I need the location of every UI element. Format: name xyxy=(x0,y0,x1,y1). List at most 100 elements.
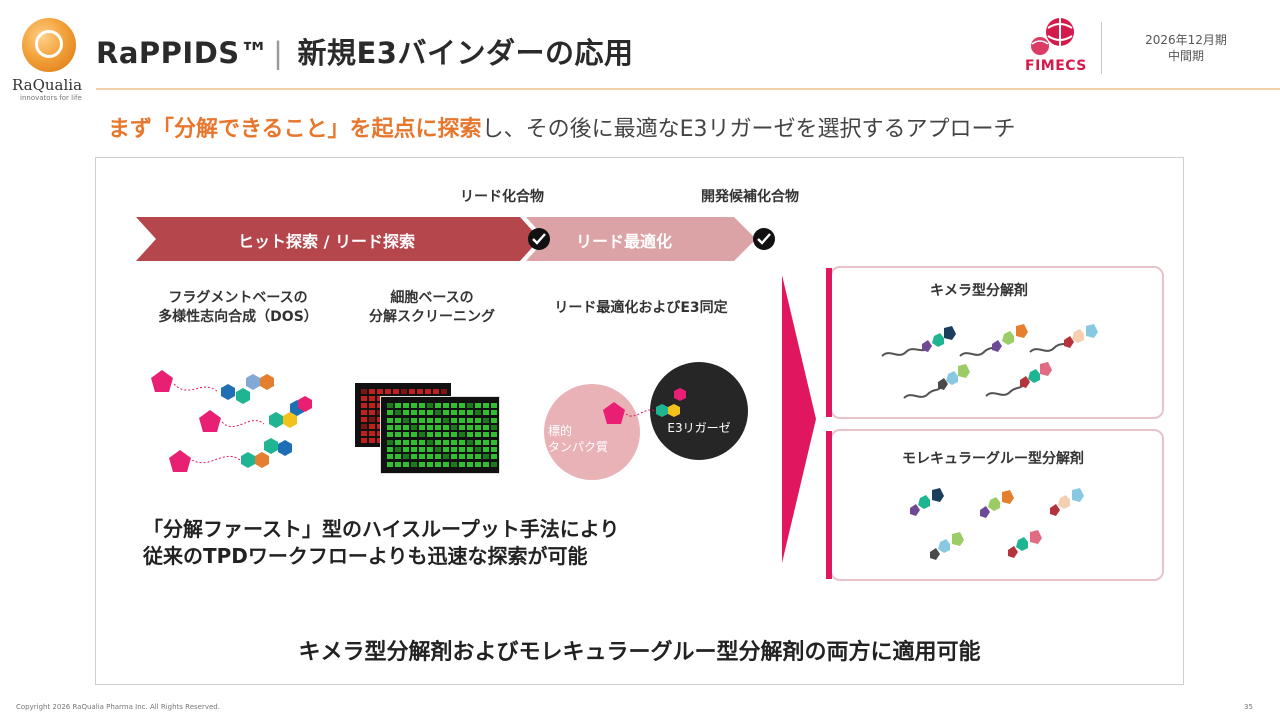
header-rule xyxy=(96,88,1280,90)
plate-well xyxy=(483,424,489,430)
plate-well xyxy=(411,424,417,430)
outcome-card-molecular-glue-bar xyxy=(826,431,832,579)
raqualia-logo-icon xyxy=(22,18,76,72)
method-cell-caption: 細胞ベースの 分解スクリーニング xyxy=(350,289,514,327)
plate-well xyxy=(491,446,497,452)
plate-well xyxy=(435,424,441,430)
plate-well xyxy=(401,389,407,394)
method-cell-line2: 分解スクリーニング xyxy=(369,309,495,325)
plate-well xyxy=(443,446,449,452)
plate-well xyxy=(403,417,409,423)
plate-well xyxy=(435,446,441,452)
plate-well xyxy=(451,446,457,452)
plate-well xyxy=(427,432,433,438)
method-dos-caption: フラグメントベースの 多様性志向合成（DOS） xyxy=(140,289,336,327)
plate-well xyxy=(451,461,457,467)
plate-well xyxy=(369,417,375,422)
partner-logo-text: FIMECS xyxy=(1025,58,1087,74)
content-frame xyxy=(95,157,1184,685)
plate-well xyxy=(409,389,415,394)
report-period-year: 2026年12月期 xyxy=(1145,33,1227,47)
e3-ligase-label: E3リガーゼ xyxy=(667,421,731,435)
outcome-card-chimera-title: キメラ型分解剤 xyxy=(930,283,1028,299)
plate-well xyxy=(459,461,465,467)
plate-well xyxy=(475,439,481,445)
stage2-label: リード最適化 xyxy=(576,232,673,251)
plate-well xyxy=(491,410,497,416)
molecule-1 xyxy=(151,370,274,404)
chimera-molecules-illustration xyxy=(881,324,1098,399)
plate-well xyxy=(395,424,401,430)
plate-well xyxy=(419,424,425,430)
plate-well xyxy=(417,389,423,394)
footer-copyright: Copyright 2026 RaQualia Pharma Inc. All … xyxy=(16,703,220,711)
body-text-line1: 「分解ファースト」型のハイスループット手法により xyxy=(143,517,620,541)
plate-well xyxy=(491,417,497,423)
plate-well xyxy=(403,446,409,452)
plate-well xyxy=(427,417,433,423)
plate-well xyxy=(411,454,417,460)
plate-well xyxy=(483,432,489,438)
plate-well xyxy=(459,432,465,438)
plate-well xyxy=(475,424,481,430)
plate-well xyxy=(435,432,441,438)
plate-well xyxy=(395,461,401,467)
company-tagline: innovators for life xyxy=(20,94,82,102)
plate-well xyxy=(387,403,393,408)
plate-well xyxy=(395,432,401,438)
plate-well xyxy=(459,439,465,445)
plate-well xyxy=(483,403,489,408)
plate-well xyxy=(361,431,367,436)
body-text-line2: 従来のTPDワークフローよりも迅速な探索が可能 xyxy=(143,544,588,568)
plate-well xyxy=(387,461,393,467)
plate-well xyxy=(369,403,375,408)
milestone-development-candidate: 開発候補化合物 xyxy=(701,189,799,205)
body-text: 「分解ファースト」型のハイスループット手法により 従来のTPDワークフローよりも… xyxy=(143,516,619,570)
plate-well xyxy=(459,454,465,460)
plate-well xyxy=(483,417,489,423)
plate-well xyxy=(435,461,441,467)
plate-well xyxy=(459,410,465,416)
plate-well xyxy=(411,461,417,467)
plate-well xyxy=(491,432,497,438)
plate-well xyxy=(419,417,425,423)
page-title: RaPPIDS™|新規E3バインダーの応用 xyxy=(96,30,633,72)
plate-well xyxy=(451,410,457,416)
plate-well xyxy=(419,410,425,416)
page-number: 35 xyxy=(1244,703,1253,711)
header-divider xyxy=(1101,22,1102,74)
plate-well xyxy=(435,454,441,460)
plate-well xyxy=(403,424,409,430)
report-period: 2026年12月期 中間期 xyxy=(1130,32,1242,64)
plate-well xyxy=(369,424,375,429)
plate-well xyxy=(411,417,417,423)
plate-well xyxy=(387,424,393,430)
plate-well xyxy=(451,424,457,430)
plate-well xyxy=(361,396,367,401)
plate-well xyxy=(475,461,481,467)
plate-well xyxy=(459,446,465,452)
plate-well xyxy=(369,431,375,436)
screening-plate-green xyxy=(380,396,500,474)
plate-well xyxy=(435,417,441,423)
molecule-2 xyxy=(199,396,312,432)
plate-well xyxy=(475,417,481,423)
plate-well xyxy=(443,454,449,460)
plate-well xyxy=(443,432,449,438)
outcome-card-molecular-glue-title: モレキュラーグルー型分解剤 xyxy=(902,451,1084,467)
plate-well xyxy=(411,446,417,452)
plate-well xyxy=(443,403,449,408)
plate-well xyxy=(467,417,473,423)
plate-well xyxy=(459,424,465,430)
plate-well xyxy=(403,439,409,445)
plate-well xyxy=(419,461,425,467)
conclusion-text: キメラ型分解剤およびモレキュラーグルー型分解剤の両方に適用可能 xyxy=(298,640,981,665)
plate-well xyxy=(491,424,497,430)
plate-well xyxy=(451,454,457,460)
molecule-3 xyxy=(169,438,292,472)
plate-well xyxy=(451,432,457,438)
plate-well xyxy=(403,432,409,438)
plate-well xyxy=(475,454,481,460)
plate-well xyxy=(361,417,367,422)
dos-molecules-illustration xyxy=(151,370,312,472)
